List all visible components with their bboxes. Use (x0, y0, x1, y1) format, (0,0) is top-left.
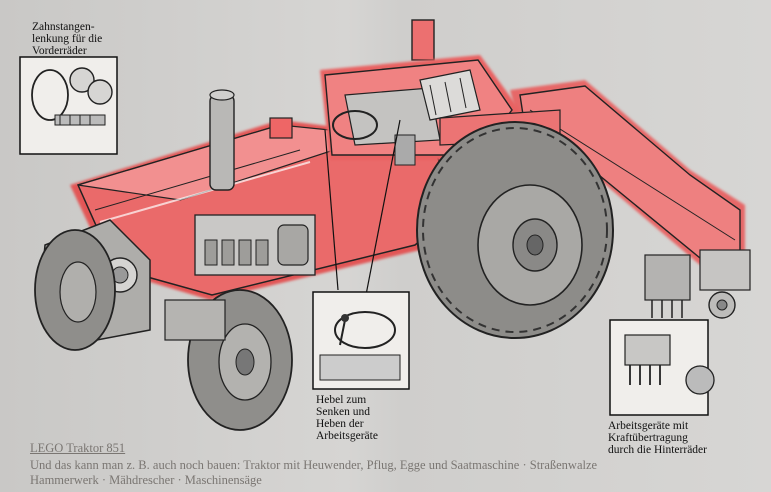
caption-line-1: Und das kann man z. B. auch noch bauen: … (30, 458, 598, 472)
implement-arm (411, 19, 751, 319)
callout-steering-line3: Vorderräder (32, 45, 87, 57)
callout-steering-line1: Zahnstangen- (32, 21, 95, 33)
callout-pto-line1: Arbeitsgeräte mit (608, 420, 689, 432)
caption-title: LEGO Traktor 851 (30, 441, 126, 455)
callout-pto-line2: Kraftübertragung (608, 432, 688, 444)
callout-steering: Zahnstangen- lenkung für die Vorderräder (32, 21, 102, 57)
rear-wheel (416, 121, 614, 339)
callout-lever-line2: Senken und (316, 406, 370, 418)
callout-lever-line1: Hebel zum (316, 394, 367, 406)
inset-pto (609, 319, 715, 416)
inset-steering (19, 56, 118, 155)
callout-pto: Arbeitsgeräte mit Kraftübertragung durch… (608, 420, 707, 456)
callout-lever-line4: Arbeitsgeräte (316, 430, 378, 442)
callout-lever-line3: Heben der (316, 418, 364, 430)
inset-lever (312, 291, 410, 390)
caption-line-2: Hammerwerk · Mähdrescher · Maschinensäge (30, 473, 262, 487)
callout-pto-line3: durch die Hinterräder (608, 444, 707, 456)
front-wheel-left (34, 229, 116, 351)
callout-steering-line2: lenkung für die (32, 33, 103, 45)
leader-lines (324, 119, 401, 301)
callout-lever: Hebel zum Senken und Heben der Arbeitsge… (316, 394, 378, 442)
tractor-body (70, 89, 470, 300)
